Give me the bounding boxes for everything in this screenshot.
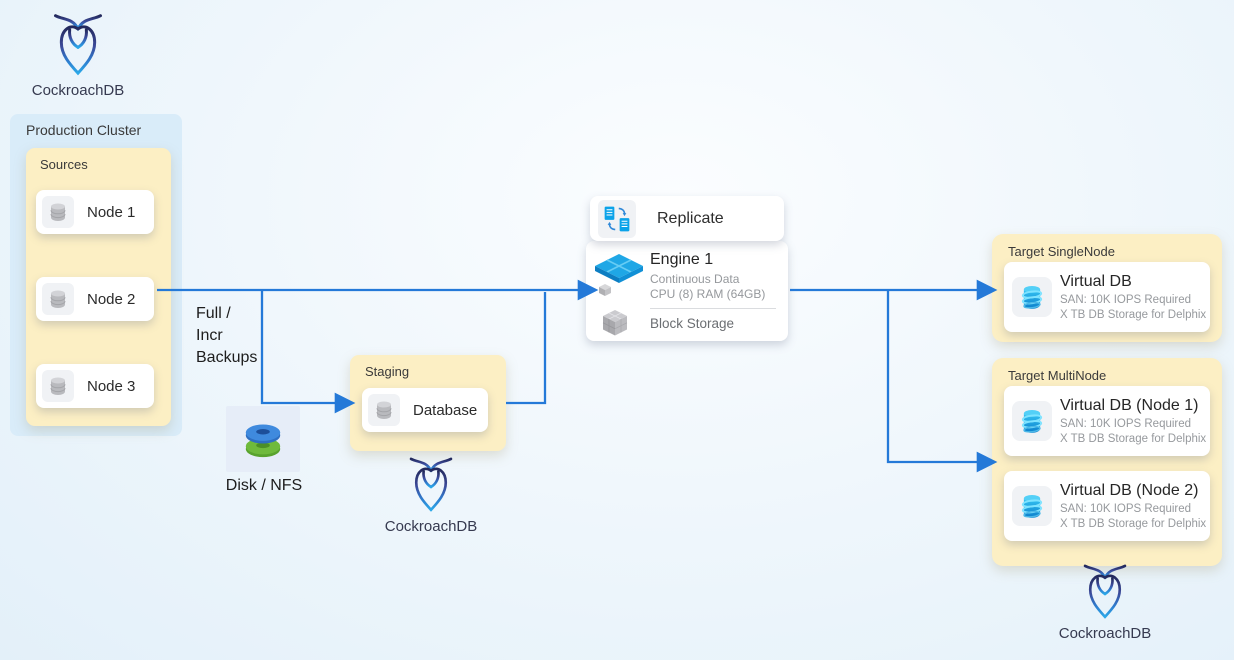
cockroachdb-logo-icon [52,9,104,79]
block-storage-label: Block Storage [650,316,735,331]
target-multinode-title: Target MultiNode [1008,368,1107,383]
staging-database-card: Database [362,388,497,441]
sources-title: Sources [40,157,88,172]
arrow-engine-to-multinode [886,290,998,473]
replicate-icon [598,199,636,238]
production-cluster-box: Production Cluster Sources Node 1 Node 2 [10,114,182,436]
virtual-db-line2: X TB DB Storage for Delphix [1060,433,1207,445]
node-1-card: Node 1 [36,190,163,243]
database-icon [368,394,400,426]
logo-label: CockroachDB [384,518,478,535]
node-3-card: Node 3 [36,364,163,417]
target-multinode-box: Target MultiNode Virtual DB (Node 1) SAN… [992,358,1222,566]
replicate-card: Replicate [590,196,784,241]
cockroachdb-logo-staging: CockroachDB [385,453,477,535]
disk-stack-icon [245,424,281,458]
engine-icon [595,254,643,296]
virtual-db-title: Virtual DB [1060,273,1132,290]
logo-label: CockroachDB [1058,625,1152,642]
virtual-db-icon [1012,277,1052,317]
backups-line-3: Backups [196,349,258,366]
virtual-db-node2-card: Virtual DB (Node 2) SAN: 10K IOPS Requir… [1004,471,1210,541]
cockroachdb-logo-icon [408,453,454,515]
virtual-db-title: Virtual DB (Node 1) [1060,397,1199,414]
node-2-card: Node 2 [36,277,163,330]
staging-title: Staging [365,364,410,379]
database-icon [42,283,74,315]
arrow-backups-to-staging [260,291,356,414]
target-singlenode-title: Target SingleNode [1008,244,1115,259]
cockroachdb-logo-icon [1082,560,1128,622]
node-label: Node 3 [87,377,136,395]
virtual-db-line1: SAN: 10K IOPS Required [1060,294,1192,306]
staging-box: Staging Database [350,355,506,451]
backups-label: Full / Incr Backups [196,303,257,369]
engine-subtitle-2: CPU (8) RAM (64GB) [650,287,766,301]
engine-card: Engine 1 Continuous Data CPU (8) RAM (64… [586,241,788,341]
cockroachdb-logo-bottom-right: CockroachDB [1059,560,1151,642]
replicate-label: Replicate [657,209,724,227]
database-icon [42,370,74,402]
disk-nfs-tile [226,406,300,472]
virtual-db-card: Virtual DB SAN: 10K IOPS Required X TB D… [1004,262,1210,332]
divider [650,308,776,309]
cockroachdb-logo-top-left: CockroachDB [32,9,124,99]
database-icon [42,196,74,228]
line-staging-to-engine [506,292,547,405]
sources-box: Sources Node 1 Node 2 Node 3 [26,148,171,426]
logo-label: CockroachDB [31,82,125,99]
database-label: Database [413,401,478,419]
engine-title: Engine 1 [650,251,714,268]
engine-subtitle-1: Continuous Data [650,272,740,286]
virtual-db-line1: SAN: 10K IOPS Required [1060,503,1192,515]
virtual-db-line2: X TB DB Storage for Delphix [1060,309,1207,321]
backups-line-1: Full / [196,305,231,322]
virtual-db-line2: X TB DB Storage for Delphix [1060,518,1207,530]
virtual-db-icon [1012,401,1052,441]
production-cluster-title: Production Cluster [26,122,142,138]
virtual-db-node1-card: Virtual DB (Node 1) SAN: 10K IOPS Requir… [1004,386,1210,456]
virtual-db-title: Virtual DB (Node 2) [1060,482,1199,499]
virtual-db-line1: SAN: 10K IOPS Required [1060,418,1192,430]
node-label: Node 2 [87,290,136,308]
virtual-db-icon [1012,486,1052,526]
block-storage-icon [602,310,628,336]
target-singlenode-box: Target SingleNode Virtual DB SAN: 10K IO… [992,234,1222,342]
node-label: Node 1 [87,203,136,221]
backups-line-2: Incr [196,327,223,344]
disk-nfs-label: Disk / NFS [225,477,303,494]
